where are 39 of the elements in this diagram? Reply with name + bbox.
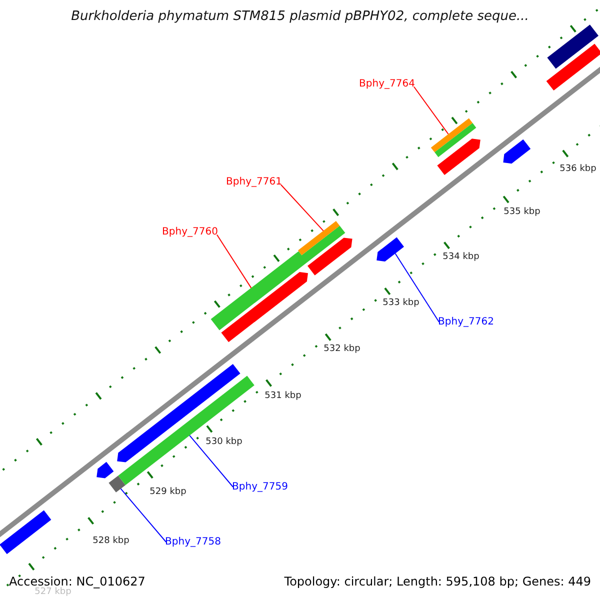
gene-feature: [430, 118, 473, 152]
footer-text: Accession: NC_010627: [9, 575, 146, 588]
gene-feature: [108, 476, 126, 492]
gene-feature: [376, 237, 404, 262]
leader-line: [280, 184, 324, 232]
gene-feature: [434, 123, 476, 158]
tick-label: 533 kbp: [382, 299, 420, 309]
gene-feature: [221, 272, 308, 342]
tick-label: 536 kbp: [560, 165, 596, 175]
leader-line: [216, 234, 252, 288]
gene-label: Bphy_7761: [226, 176, 282, 188]
leader-line: [413, 86, 449, 135]
gene-feature: [117, 364, 240, 462]
tick-label: 532 kbp: [324, 345, 360, 355]
gene-label: Bphy_7762: [438, 316, 494, 328]
gene-feature: [503, 139, 531, 164]
gene-feature: [96, 462, 114, 478]
gene-feature: [547, 24, 598, 69]
tick-label: 534 kbp: [442, 253, 480, 263]
gene-feature: [546, 44, 600, 90]
leader-line: [189, 434, 234, 488]
gene-label: Bphy_7759: [232, 482, 288, 492]
gene-feature: [437, 138, 480, 175]
gene-feature: [298, 221, 340, 256]
leader-line: [120, 488, 167, 542]
leader-line: [394, 253, 440, 322]
footer-text: Topology: circular; Length: 595,108 bp; Genes: 449: [284, 575, 591, 589]
tick-label: 531 kbp: [264, 392, 302, 402]
tick-label: 535 kbp: [504, 208, 540, 218]
gene-feature: [308, 238, 352, 276]
tick-label: 528 kbp: [92, 537, 130, 547]
tick-label: 527 kbp: [34, 588, 72, 598]
gene-label: Bphy_7758: [165, 536, 221, 548]
tick-label: 529 kbp: [150, 488, 186, 498]
gene-label: Bphy_7764: [359, 78, 415, 90]
gene-feature: [0, 510, 52, 554]
tick-label: 530 kbp: [206, 438, 242, 448]
diagram-title: Burkholderia phymatum STM815 plasmid pBPHY02, complete seque...: [70, 9, 530, 24]
gene-label: Bphy_7760: [162, 226, 218, 238]
